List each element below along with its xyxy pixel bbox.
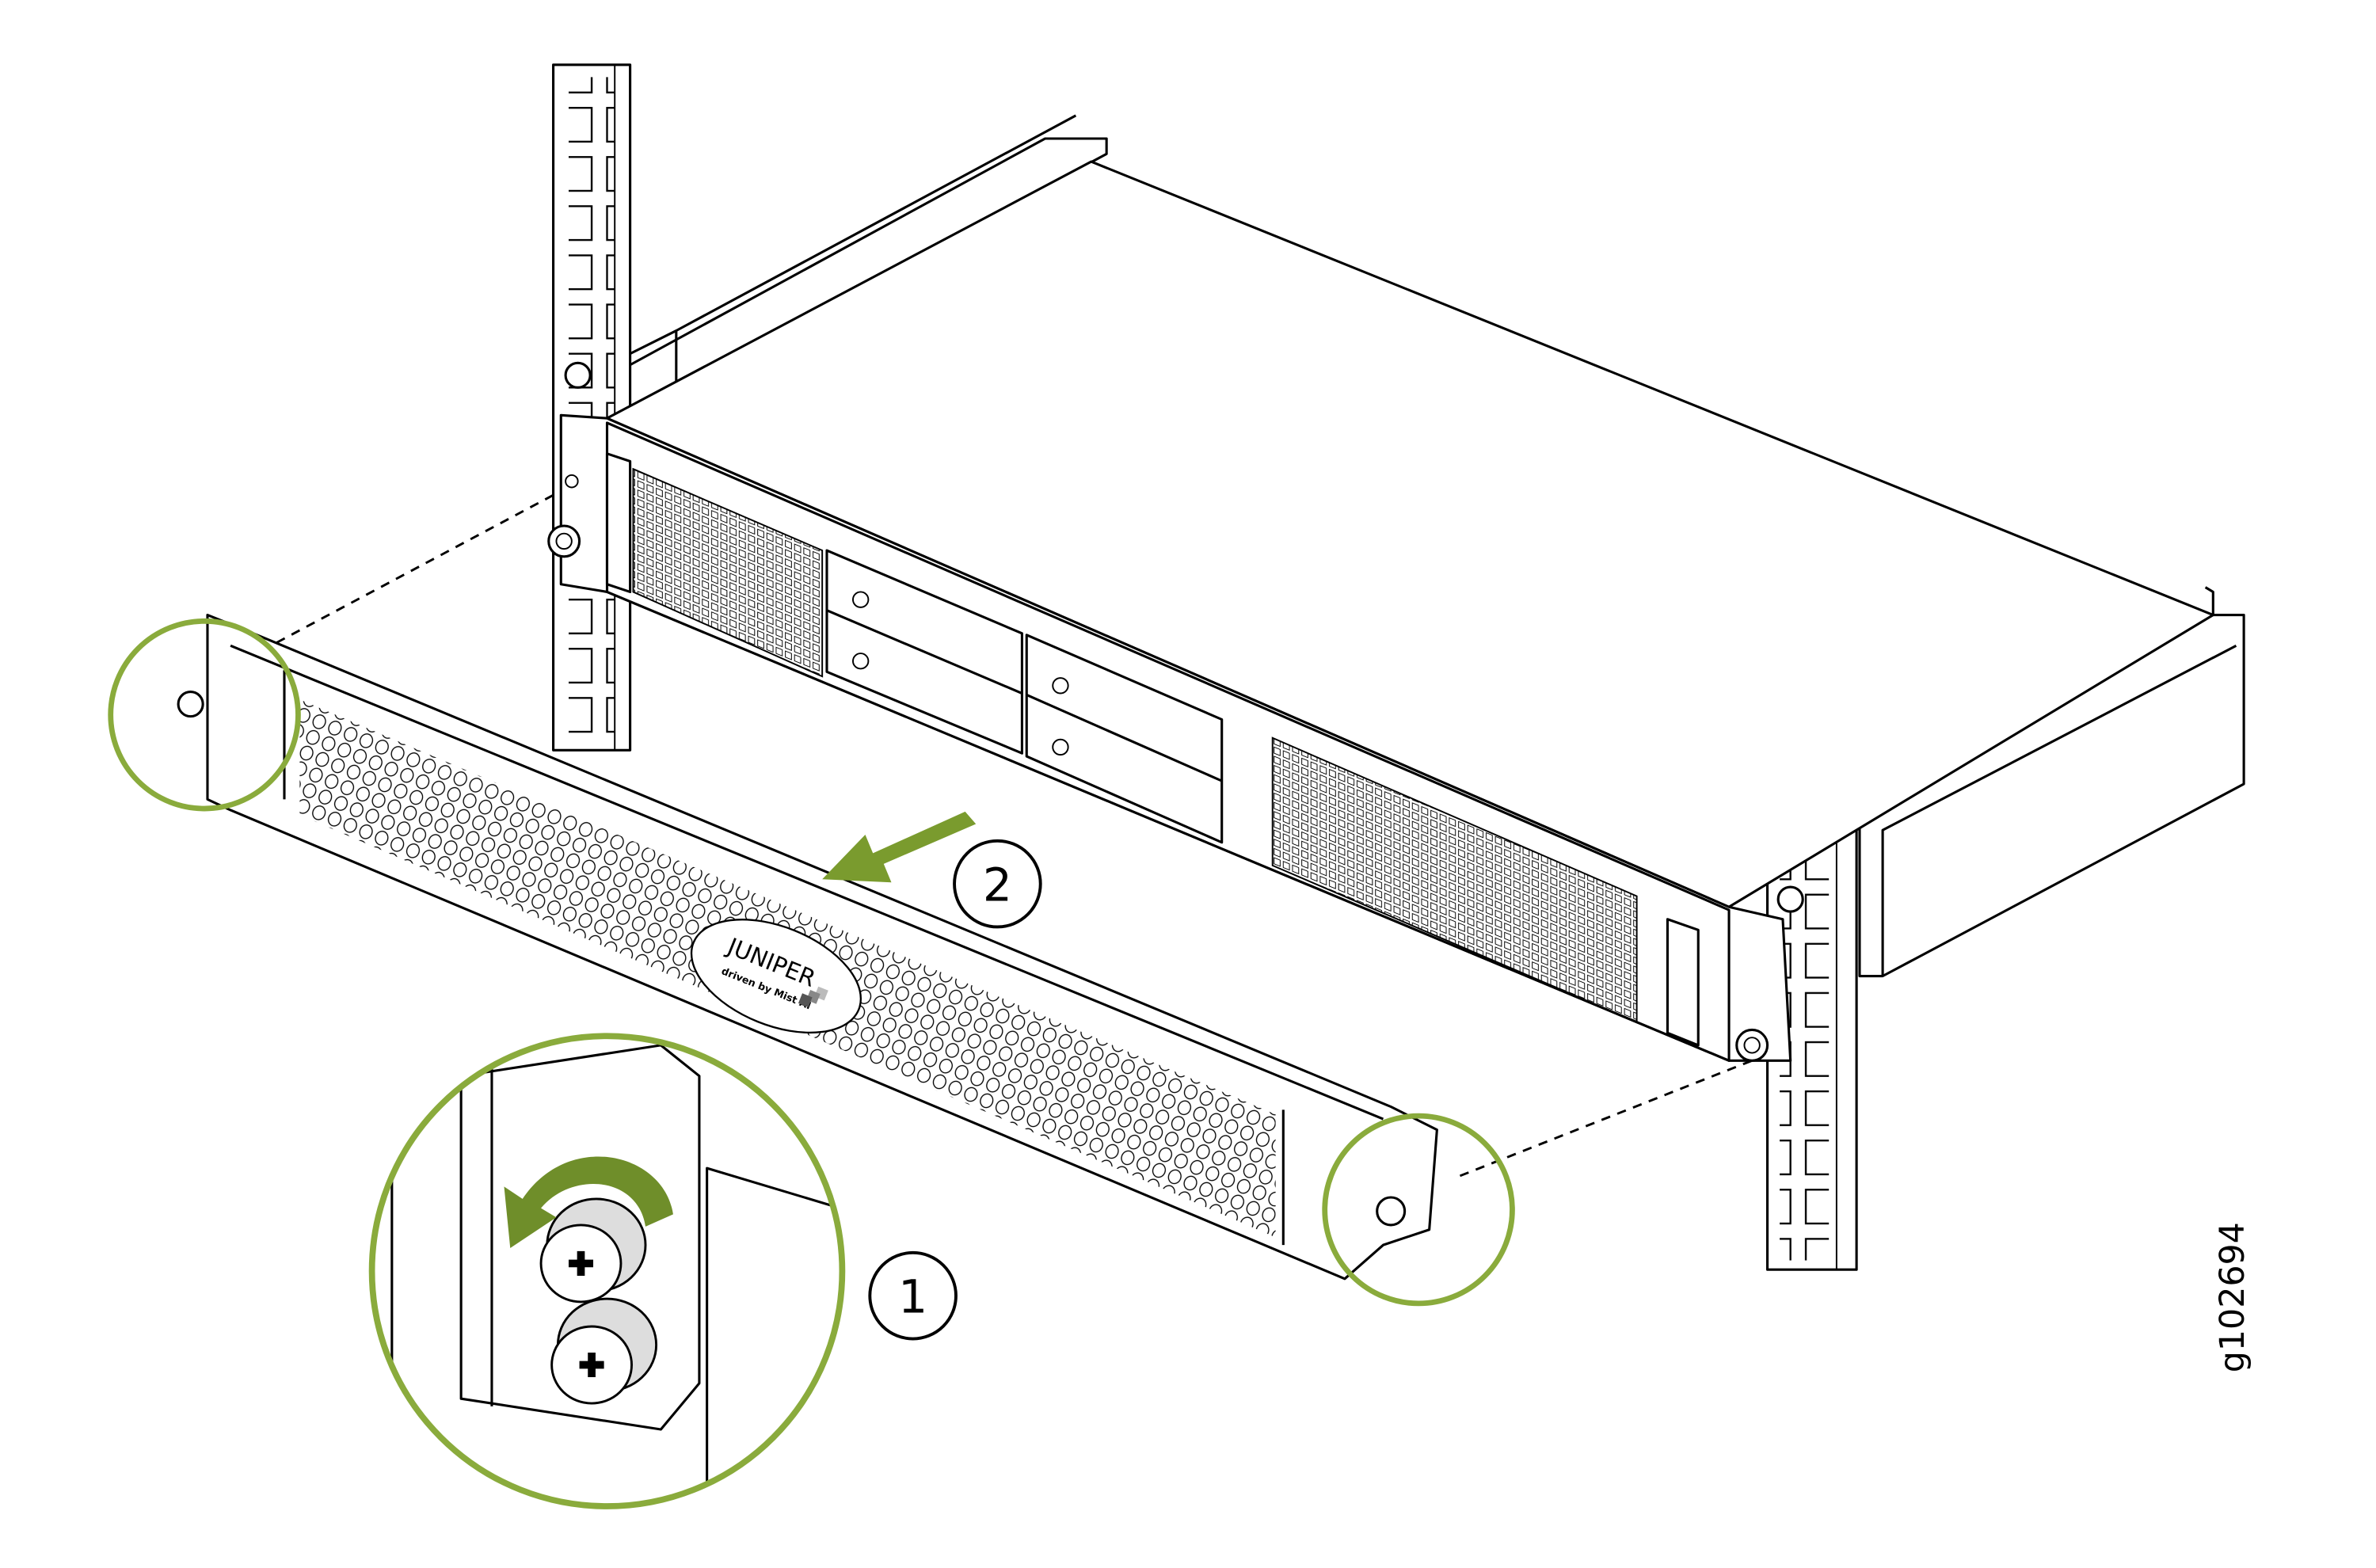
chassis-captive-screws <box>547 361 1804 1062</box>
bezel-screw-left <box>177 691 204 718</box>
rack-post-left <box>552 63 632 752</box>
alignment-line-left <box>276 493 554 644</box>
figure-id: g102694 <box>2213 1222 2252 1372</box>
server-chassis <box>559 160 2214 1062</box>
pull-direction-arrow-icon <box>822 811 977 883</box>
juniper-logo: JUNIPER driven by Mist AI <box>690 919 862 1034</box>
callout-1-label: 1 <box>898 1270 927 1324</box>
callout-2: 2 <box>953 839 1042 929</box>
rotate-counterclockwise-arrow-icon <box>504 1156 673 1249</box>
bezel-screw-right <box>1376 1196 1407 1227</box>
alignment-line-right <box>1459 1059 1753 1178</box>
highlight-circle-left-screw <box>108 618 301 812</box>
captive-screw-lower <box>550 1297 658 1405</box>
callout-2-label: 2 <box>983 858 1012 911</box>
detail-magnifier <box>368 1033 846 1509</box>
captive-screw-upper <box>539 1197 647 1303</box>
front-bezel: JUNIPER driven by Mist AI <box>177 613 1438 1281</box>
callout-1: 1 <box>868 1250 958 1341</box>
drive-bays <box>825 549 1224 844</box>
highlight-circle-right-screw <box>1322 1113 1515 1307</box>
